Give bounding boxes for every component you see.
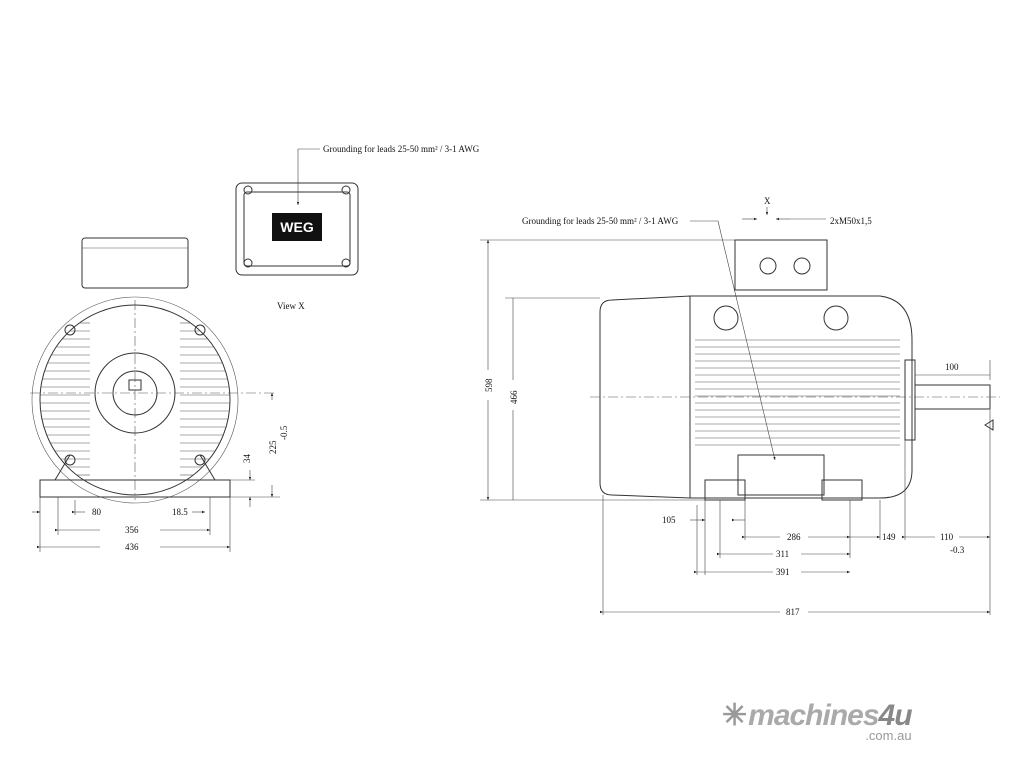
dim-225: 225 [268,440,278,454]
dim-311: 311 [776,549,789,559]
view-x-caption: View X [277,301,305,311]
terminal-box-side [734,239,828,291]
machines4u-watermark: ✳machines4u .com.au [722,698,913,743]
snowflake-logo-icon: ✳ [722,699,747,732]
dim-80: 80 [92,507,102,517]
side-view: Grounding for leads 25-50 mm² / 3-1 AWG … [480,196,1000,617]
dim-466: 466 [509,390,519,404]
watermark-domain: .com.au [865,728,912,743]
gland-label: 2xM50x1,5 [830,216,872,226]
dim-105: 105 [662,515,676,525]
dim-18-5: 18.5 [172,507,188,517]
dim-34: 34 [242,454,252,464]
dim-436: 436 [125,542,139,552]
terminal-box [81,237,189,289]
dim-391: 391 [776,567,790,577]
weg-logo-plate [272,213,322,241]
dim-356: 356 [125,525,139,535]
dim-149: 149 [882,532,896,542]
end-view: 80 18.5 356 436 34 225 -0.5 [30,237,289,552]
grounding-label: Grounding for leads 25-50 mm² / 3-1 AWG [323,144,480,154]
watermark-4u: 4u [878,699,913,732]
watermark-name: machines [748,699,879,732]
x-marker: X [764,196,771,206]
dim-598: 598 [484,378,494,392]
grounding-label-side: Grounding for leads 25-50 mm² / 3-1 AWG [522,216,679,226]
dim-286: 286 [787,532,801,542]
view-x: Grounding for leads 25-50 mm² / 3-1 AWG … [235,144,480,311]
dim-tolerance: -0.5 [279,425,289,440]
dim-817: 817 [786,607,800,617]
motor-body [689,295,913,499]
dim-110: 110 [940,532,954,542]
weg-logo: WEG [280,219,314,235]
dim-100: 100 [945,362,959,372]
dim-tolerance-side: -0.3 [950,545,965,555]
